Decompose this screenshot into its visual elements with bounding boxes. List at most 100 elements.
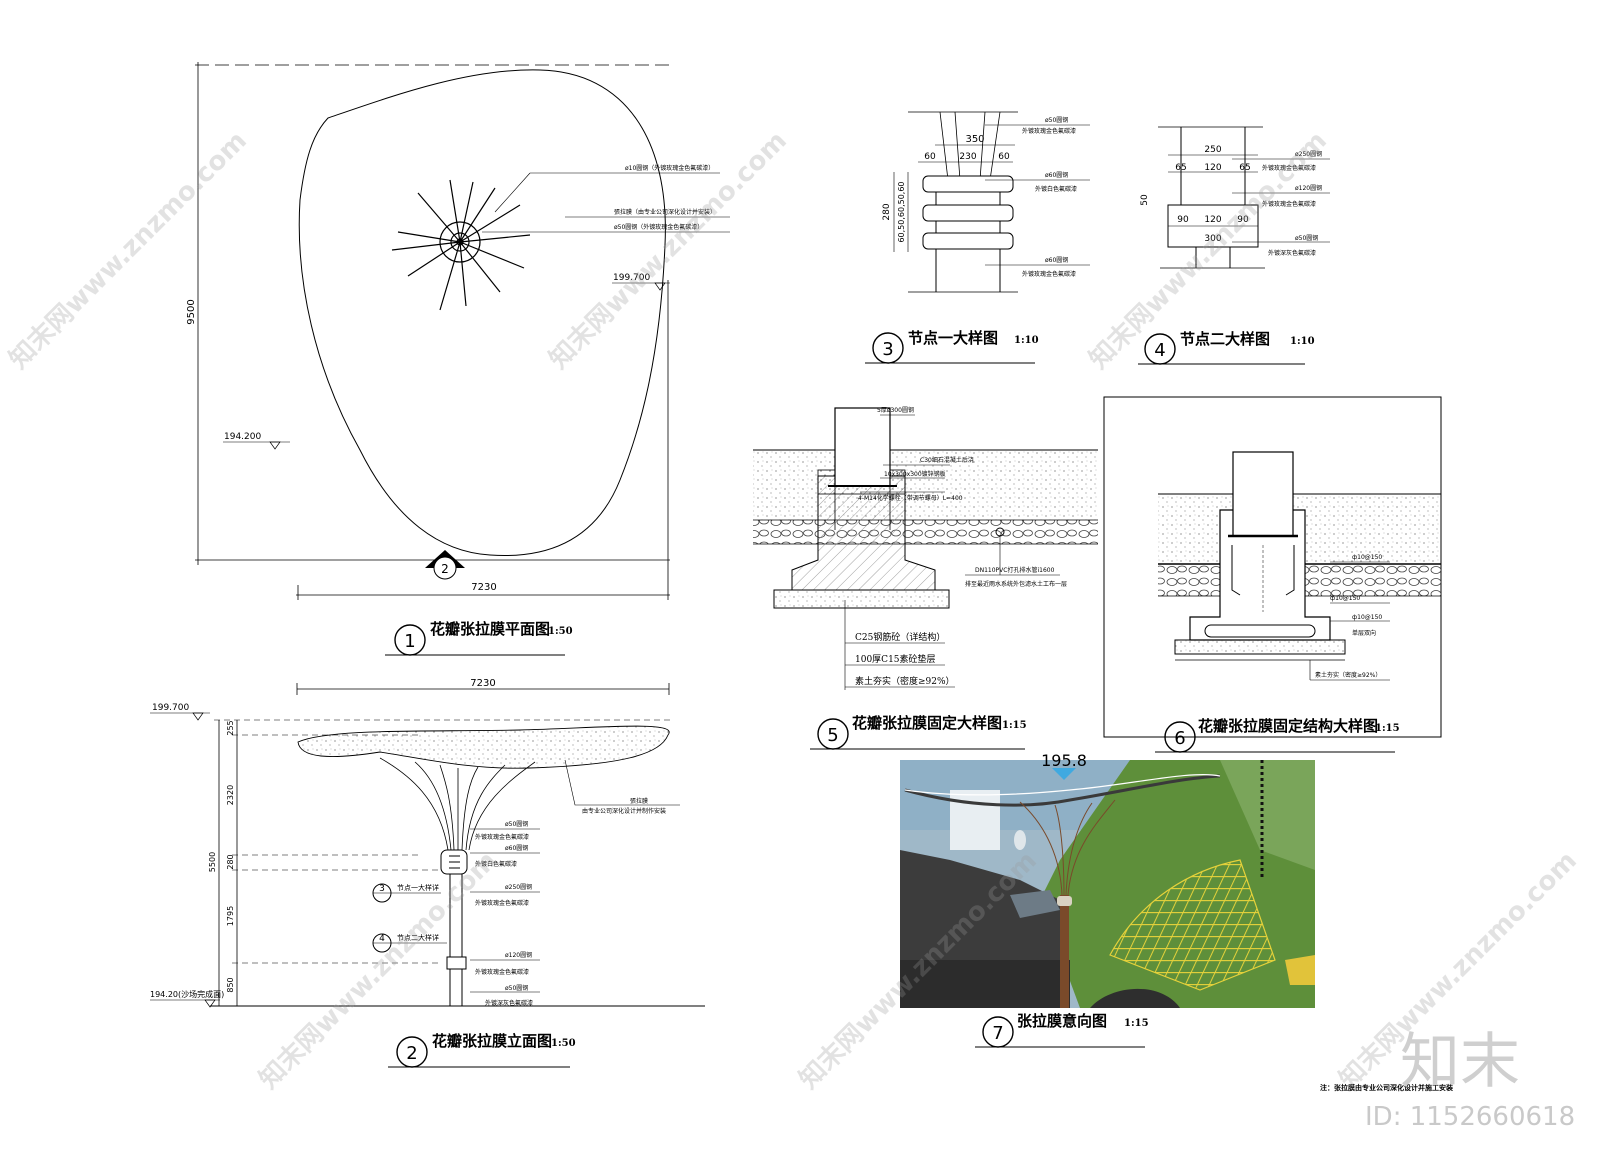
node1-dim-side: 280 bbox=[882, 203, 892, 220]
elev-note-5a: ø50圆钢 bbox=[505, 984, 528, 992]
elev-callout-3-label: 节点一大样详 bbox=[397, 883, 439, 892]
elev-note-5b: 外镀深灰色氟碳漆 bbox=[485, 999, 533, 1007]
node2-dim-top-b: 120 bbox=[1204, 163, 1221, 173]
fix-layer-3: 素土夯实（密度≥92%） bbox=[855, 675, 955, 687]
elev-dim-4: 1795 bbox=[226, 906, 235, 926]
node2-dim-mid: 300 bbox=[1204, 234, 1221, 244]
elev-title: 花瓣张拉膜立面图 bbox=[432, 1032, 552, 1050]
struct-note-1: ф10@150 bbox=[1352, 554, 1382, 561]
elev-note-3b: 外镀玫瑰金色氟碳漆 bbox=[475, 899, 529, 907]
elev-dim-3: 280 bbox=[226, 854, 235, 869]
plan-note-3: ø50圆钢（外镀玫瑰金色氟碳漆） bbox=[614, 223, 703, 231]
plan-title: 花瓣张拉膜平面图 bbox=[430, 620, 550, 638]
membrane-outline bbox=[298, 69, 666, 557]
plan-elev-high: 199.700 bbox=[613, 273, 650, 283]
node2-title: 节点二大样图 bbox=[1180, 330, 1270, 348]
plan-width-dim: 7230 bbox=[471, 582, 496, 593]
node2-dim-mid-a: 90 bbox=[1177, 215, 1189, 225]
node2-note-2b: 外镀玫瑰金色氟碳漆 bbox=[1262, 200, 1316, 208]
watermarks: 知末网www.znzmo.com 知末网www.znzmo.com 知末网www… bbox=[4, 126, 1583, 1095]
fix-layer-2: 100厚C15素砼垫层 bbox=[855, 653, 936, 665]
elev-callout-4-label: 节点二大样详 bbox=[397, 933, 439, 942]
fix-title: 花瓣张拉膜固定大样图 bbox=[852, 714, 1002, 732]
elevation-view: 7230 199.700 255 2320 280 1795 850 5500 … bbox=[150, 678, 705, 1068]
plan-note-1: ø10圆钢（外镀玫瑰金色氟碳漆） bbox=[625, 164, 714, 172]
node1-scale: 1:10 bbox=[1014, 335, 1039, 346]
struct-number: 6 bbox=[1174, 728, 1185, 749]
node1-number: 3 bbox=[882, 339, 893, 360]
elev-number: 2 bbox=[406, 1043, 417, 1064]
node1-note-2b: 外镀白色氟碳漆 bbox=[1035, 185, 1077, 193]
footer-note: 注：张拉膜由专业公司深化设计并施工安装 bbox=[1320, 1083, 1453, 1092]
fix-layer-1: C25钢筋砼（详结构） bbox=[855, 631, 945, 643]
elev-dim-1: 255 bbox=[226, 720, 235, 735]
struct-title: 花瓣张拉膜固定结构大样图 bbox=[1198, 717, 1378, 735]
render-title: 张拉膜意向图 bbox=[1017, 1012, 1107, 1030]
elev-note-1a: ø50圆钢 bbox=[505, 820, 528, 828]
watermark-text-1: 知末网www.znzmo.com bbox=[4, 126, 253, 375]
node2-note-3a: ø50圆钢 bbox=[1295, 234, 1318, 242]
node1-dim-c: 60 bbox=[998, 152, 1010, 162]
node1-dim-b: 230 bbox=[959, 152, 976, 162]
node2-note-2a: ø120圆钢 bbox=[1295, 184, 1322, 192]
node1-note-3a: ø60圆钢 bbox=[1045, 256, 1068, 264]
fix-drain-2: 排至最近雨水系统外包滤水土工布一层 bbox=[965, 580, 1067, 588]
elev-note-4a: ø120圆钢 bbox=[505, 951, 532, 959]
plan-view: 7230 9500 ø10圆钢（外镀玫瑰金色氟碳漆） 張拉膜（由专业公司深化设计… bbox=[186, 62, 730, 656]
render-number: 7 bbox=[992, 1023, 1003, 1044]
fix-note-4: 4-M14化学螺栓（带调节螺母）L=400 bbox=[858, 494, 963, 502]
fix-scale: 1:15 bbox=[1002, 720, 1027, 731]
node2-dim-mid-c: 90 bbox=[1237, 215, 1249, 225]
fix-detail: 5厚ø300圆钢 C30细石混凝土后浇 10x300x300镀锌钢板 4-M14… bbox=[753, 406, 1098, 750]
plan-section-mark: 2 bbox=[441, 562, 449, 576]
node2-scale: 1:10 bbox=[1290, 336, 1315, 347]
fix-note-1: 5厚ø300圆钢 bbox=[877, 406, 914, 414]
plan-elev-low: 194.200 bbox=[224, 432, 261, 442]
elev-dim-2: 2320 bbox=[226, 785, 235, 805]
node1-note-1a: ø50圆钢 bbox=[1045, 116, 1068, 124]
struct-note-2: ф10@150 bbox=[1330, 595, 1360, 602]
node2-number: 4 bbox=[1154, 340, 1165, 361]
elev-note-2a: ø60圆钢 bbox=[505, 844, 528, 852]
struct-note-5: 素土夯实（密度≥92%） bbox=[1315, 671, 1381, 679]
node1-note-2a: ø60圆钢 bbox=[1045, 171, 1068, 179]
struct-note-4: 单层双向 bbox=[1352, 629, 1376, 637]
elev-membrane-note: 由专业公司深化设计并制作安装 bbox=[582, 807, 666, 815]
plan-number: 1 bbox=[404, 631, 415, 652]
plan-note-2: 張拉膜（由专业公司深化设计并安装） bbox=[614, 208, 716, 216]
struct-detail: ф10@150 ф10@150 ф10@150 单层双向 素土夯实（密度≥92%… bbox=[1103, 396, 1442, 753]
fix-number: 5 bbox=[827, 725, 838, 746]
node1-note-3b: 外镀玫瑰金色氟碳漆 bbox=[1022, 270, 1076, 278]
render-elev-tag: 195.8 bbox=[1041, 751, 1087, 770]
node2-dim-mid-b: 120 bbox=[1204, 215, 1221, 225]
elev-top-level: 199.700 bbox=[152, 703, 189, 713]
membrane-side-view bbox=[297, 725, 670, 769]
fix-drain-1: DN110PVC打孔排水管i1600 bbox=[975, 566, 1055, 574]
node2-note-3b: 外镀深灰色氟碳漆 bbox=[1268, 249, 1316, 257]
elev-scale: 1:50 bbox=[551, 1038, 576, 1049]
fix-note-3: 10x300x300镀锌钢板 bbox=[884, 470, 946, 478]
elev-note-1b: 外镀玫瑰金色氟碳漆 bbox=[475, 833, 529, 841]
elev-total-dim: 5500 bbox=[208, 852, 217, 872]
elev-bottom-level: 194.20(沙场完成面) bbox=[150, 989, 224, 999]
node2-dim-top: 250 bbox=[1204, 145, 1221, 155]
node2-note-1a: ø250圆钢 bbox=[1295, 150, 1322, 158]
elev-note-3a: ø250圆钢 bbox=[505, 883, 532, 891]
struct-scale: 1:15 bbox=[1375, 723, 1400, 734]
elev-note-2b: 外镀白色氟碳漆 bbox=[475, 860, 517, 868]
elev-dim-5: 850 bbox=[226, 977, 235, 992]
node1-dim-side-parts: 60,50,60,50,60 bbox=[897, 181, 906, 242]
radial-rods bbox=[391, 179, 531, 311]
render-scale: 1:15 bbox=[1124, 1018, 1149, 1029]
node1-detail: 350 60 230 60 280 60,50,60,50,60 ø50圆钢 外… bbox=[865, 111, 1090, 364]
node1-dim-a: 60 bbox=[924, 152, 936, 162]
elev-membrane-label: 張拉膜 bbox=[630, 797, 648, 805]
node2-dim-side: 50 bbox=[1140, 194, 1150, 206]
node1-note-1b: 外镀玫瑰金色氟碳漆 bbox=[1022, 127, 1076, 135]
node2-detail: 250 65 120 65 90 120 90 300 50 ø250圆钢 外镀… bbox=[1138, 126, 1330, 365]
elev-rods bbox=[379, 757, 536, 851]
render-image: 195.8 7 张拉膜意向图 1:15 bbox=[900, 751, 1315, 1048]
plan-height-dim: 9500 bbox=[186, 299, 197, 324]
elev-width-dim: 7230 bbox=[470, 678, 495, 689]
